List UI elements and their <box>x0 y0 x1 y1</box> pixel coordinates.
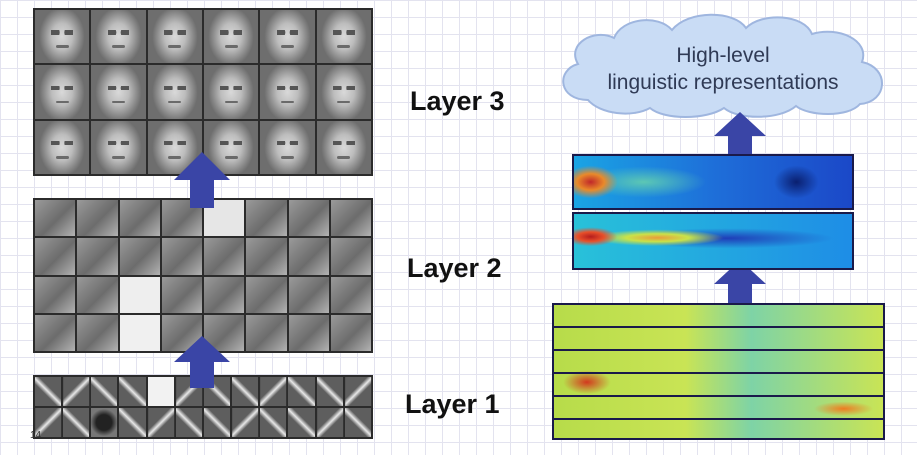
face-feature <box>203 10 259 64</box>
part-feature <box>288 314 329 351</box>
part-feature <box>288 276 329 313</box>
face-feature <box>203 65 259 119</box>
part-feature <box>204 276 245 313</box>
edge-feature <box>91 377 118 406</box>
face-feature <box>260 65 315 119</box>
layer3-label: Layer 3 <box>410 86 505 116</box>
part-feature <box>204 238 245 275</box>
edge-feature <box>203 408 231 437</box>
face-feature <box>147 10 202 64</box>
edge-feature <box>147 377 174 406</box>
face-feature <box>91 65 146 119</box>
cloud-shape-icon <box>562 13 883 118</box>
part-feature <box>330 276 371 313</box>
part-feature <box>330 238 371 275</box>
layer1-label: Layer 1 <box>405 389 500 419</box>
face-feature <box>316 10 371 64</box>
edge-feature <box>175 408 202 437</box>
edge-feature <box>344 408 371 437</box>
cloud-line-1: High-level <box>676 44 770 67</box>
face-feature <box>147 65 202 119</box>
part-feature <box>35 314 76 351</box>
part-feature <box>161 276 202 313</box>
edge-feature <box>316 408 343 437</box>
part-feature <box>35 276 76 313</box>
edge-feature <box>316 377 343 406</box>
edge-feature <box>91 408 118 437</box>
face-feature <box>35 10 90 64</box>
edge-feature <box>35 377 62 406</box>
part-feature <box>246 276 287 313</box>
layer2-part-grid <box>33 198 373 353</box>
edge-feature <box>288 408 315 437</box>
part-feature <box>119 238 160 275</box>
edge-feature <box>288 377 315 406</box>
part-feature <box>77 276 118 313</box>
face-feature <box>316 65 371 119</box>
part-feature <box>119 200 160 237</box>
part-feature <box>77 314 118 351</box>
upper-feature-map <box>572 154 854 210</box>
layer2-label: Layer 2 <box>407 253 502 283</box>
up-arrow-icon <box>714 112 766 158</box>
lower-feature-strips <box>552 303 885 440</box>
face-feature <box>316 120 371 174</box>
part-feature <box>119 276 160 313</box>
edge-feature <box>119 377 146 406</box>
part-feature <box>246 200 287 237</box>
part-feature <box>330 314 371 351</box>
edge-feature <box>260 377 287 406</box>
edge-feature <box>63 377 90 406</box>
middle-feature-map <box>572 212 854 270</box>
part-feature <box>330 200 371 237</box>
part-feature <box>161 238 202 275</box>
edge-feature <box>119 408 146 437</box>
face-feature <box>260 120 315 174</box>
face-feature <box>260 10 315 64</box>
face-feature <box>91 10 146 64</box>
part-feature <box>35 200 76 237</box>
part-feature <box>35 238 76 275</box>
up-arrow-icon <box>174 152 230 208</box>
part-feature <box>77 200 118 237</box>
cloud-line-2: linguistic representations <box>607 71 839 94</box>
up-arrow-icon <box>174 336 230 388</box>
edge-feature <box>344 377 371 406</box>
edge-feature <box>232 408 259 437</box>
part-feature <box>77 238 118 275</box>
up-arrow-icon <box>714 260 766 306</box>
edge-feature <box>232 377 259 406</box>
face-feature <box>35 120 90 174</box>
part-feature <box>119 314 160 351</box>
edge-feature <box>147 408 174 437</box>
edge-feature <box>260 408 287 437</box>
high-level-cloud: High-level linguistic representations <box>548 8 898 120</box>
part-feature <box>246 314 287 351</box>
part-feature <box>246 238 287 275</box>
edge-feature <box>63 408 90 437</box>
part-feature <box>288 200 329 237</box>
part-feature <box>288 238 329 275</box>
page-number: 14 <box>30 430 42 441</box>
face-feature <box>35 65 90 119</box>
face-feature <box>91 120 146 174</box>
